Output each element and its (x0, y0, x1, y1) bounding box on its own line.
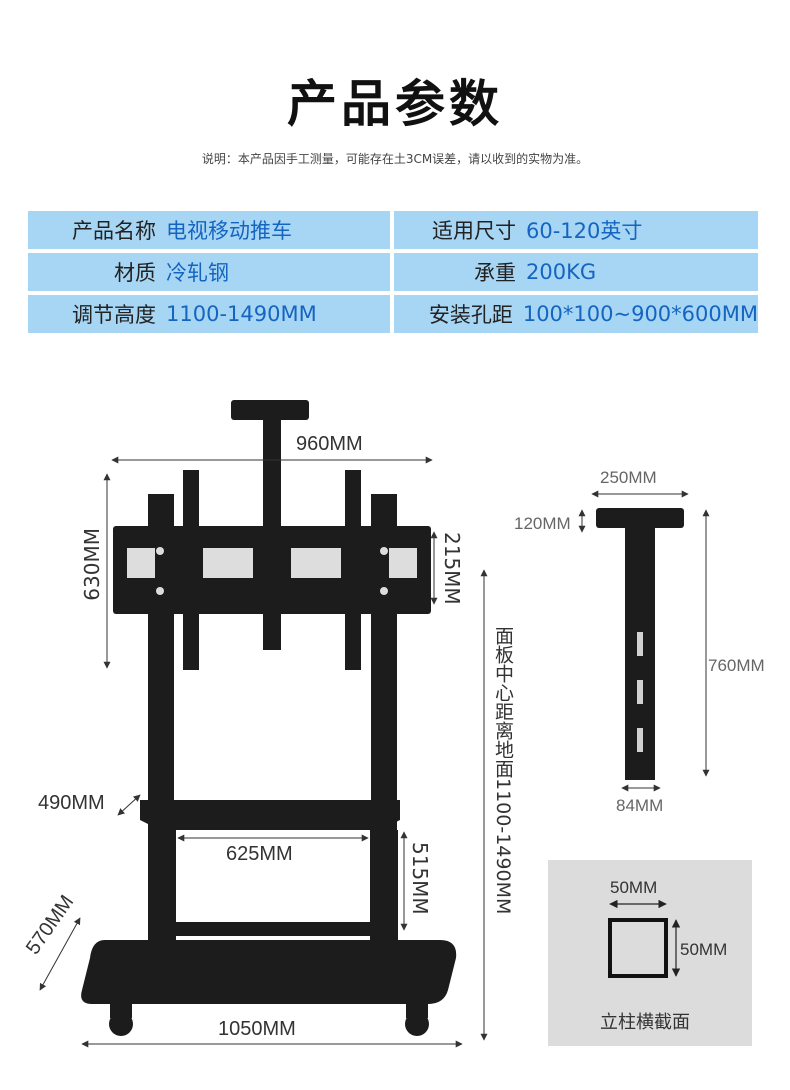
spec-label: 安装孔距 (428, 303, 513, 327)
spec-value: 100*100~900*600MM (522, 302, 758, 326)
cross-height-label: 50MM (680, 940, 728, 959)
cross-section-drawing (608, 899, 681, 978)
dim-arm-top-label: 120MM (514, 514, 571, 533)
spec-cell: 材质 冷轧钢 (28, 253, 390, 291)
dim-width-label: 960MM (296, 433, 363, 455)
spec-cell: 产品名称 电视移动推车 (28, 211, 390, 249)
spec-row: 产品名称 电视移动推车 适用尺寸 60-120英寸 (28, 211, 758, 249)
dim-shelf-depth-label: 490MM (38, 792, 105, 814)
spec-label: 产品名称 (72, 219, 156, 243)
cross-width-label: 50MM (610, 878, 658, 897)
spec-cell: 调节高度 1100-1490MM (28, 295, 390, 333)
spec-cell: 适用尺寸 60-120英寸 (394, 211, 758, 249)
spec-label: 调节高度 (72, 303, 156, 327)
dim-arm-bottom-label: 84MM (616, 796, 664, 815)
dim-height-label: 630MM (80, 528, 104, 601)
dim-arm-length-label: 760MM (708, 656, 765, 675)
spec-label: 适用尺寸 (432, 219, 516, 243)
dim-shelf-height-label: 515MM (408, 842, 432, 915)
spec-row: 调节高度 1100-1490MM 安装孔距 100*100~900*600MM (28, 295, 758, 333)
spec-row: 材质 冷轧钢 承重 200KG (28, 253, 758, 291)
spec-value: 200KG (526, 260, 597, 284)
dim-base-width-label: 1050MM (218, 1018, 296, 1040)
spec-cell: 承重 200KG (394, 253, 758, 291)
spec-value: 1100-1490MM (166, 302, 317, 326)
spec-value: 电视移动推车 (166, 219, 292, 243)
dim-shelf-width-label: 625MM (226, 843, 293, 865)
cross-caption: 立柱横截面 (600, 1012, 690, 1033)
dim-bracket-label: 215MM (440, 532, 464, 605)
measurement-note: 说明：本产品因手工测量，可能存在土3CM误差，请以收到的实物为准。 (201, 152, 589, 166)
spec-value: 60-120英寸 (526, 219, 643, 243)
spec-label: 承重 (474, 261, 516, 285)
spec-value: 冷轧钢 (166, 261, 229, 285)
spec-label: 材质 (114, 261, 156, 285)
spec-cell: 安装孔距 100*100~900*600MM (394, 295, 758, 333)
dim-arm-width-label: 250MM (600, 468, 657, 487)
tv-cart (81, 400, 457, 1036)
dim-panel-center-label: 面板中心距离地面1100-1490MM (492, 626, 514, 915)
page-title: 产品参数 (287, 75, 503, 133)
cross-section-panel: 50MM 50MM 立柱横截面 (548, 860, 752, 1046)
extension-arm (596, 508, 684, 780)
spec-table: 产品名称 电视移动推车 适用尺寸 60-120英寸 材质 冷轧钢 承重 200K… (28, 211, 758, 337)
